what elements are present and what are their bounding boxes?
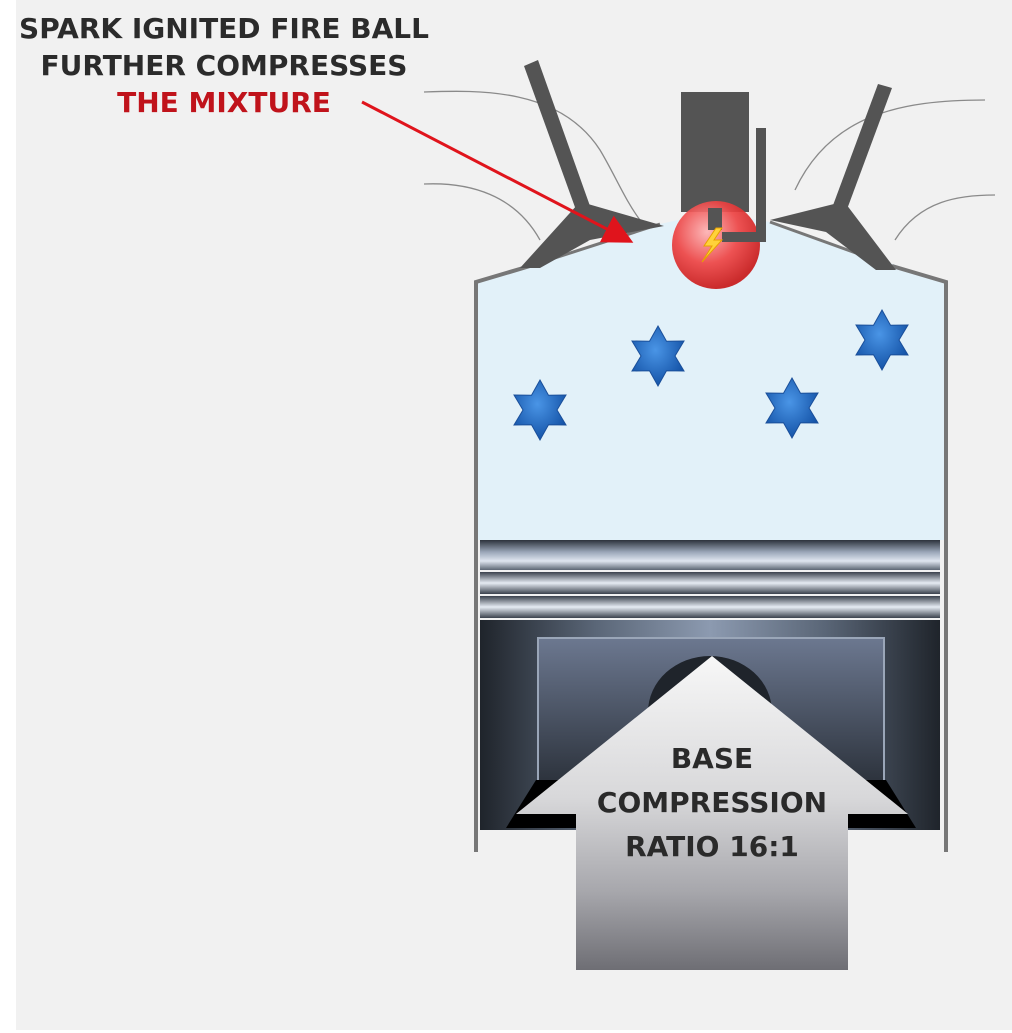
spark-plug-tip-strap [756,210,766,242]
callout-line2: FURTHER COMPRESSES [41,49,408,82]
callout-pointer-arrow [361,100,634,243]
intake-valve-stem [524,60,590,210]
compression-label-line2: COMPRESSION [597,786,827,819]
piston-ring-1 [480,572,940,594]
callout-line1: SPARK IGNITED FIRE BALL [19,12,429,45]
piston-crown [480,540,940,570]
spark-plug-tip [708,208,766,242]
spark-plug-ground-strap [756,128,766,234]
combustion-chamber [476,212,946,540]
lightning-bolt-icon [701,227,724,263]
exhaust-valve-stem [832,84,892,212]
compression-arrow [516,656,908,970]
six-point-star-icon [631,324,685,388]
spark-plug-body [681,92,749,212]
cylinder-walls [474,264,948,852]
exhaust-valve [770,84,896,270]
right-port-curve-lower [894,194,996,241]
six-point-star-icon [765,376,819,440]
left-cylinder-wall [474,264,531,852]
spark-plug-tip-center [708,208,722,230]
six-point-star-icon [855,308,909,372]
exhaust-valve-head [770,204,896,270]
fuel-molecules [513,308,909,442]
right-cylinder-wall [891,264,948,852]
left-port-curve-upper [423,90,641,221]
six-point-star-icon [513,378,567,442]
left-port-curve-lower [423,183,541,241]
right-port-curve-upper [794,99,986,191]
spark-plug-tip-arm [722,232,766,242]
piston-ring-2 [480,596,940,618]
compression-label-line3: RATIO 16:1 [625,830,799,863]
callout-line3: THE MIXTURE [117,86,331,119]
compression-label-line1: BASE [671,742,753,775]
